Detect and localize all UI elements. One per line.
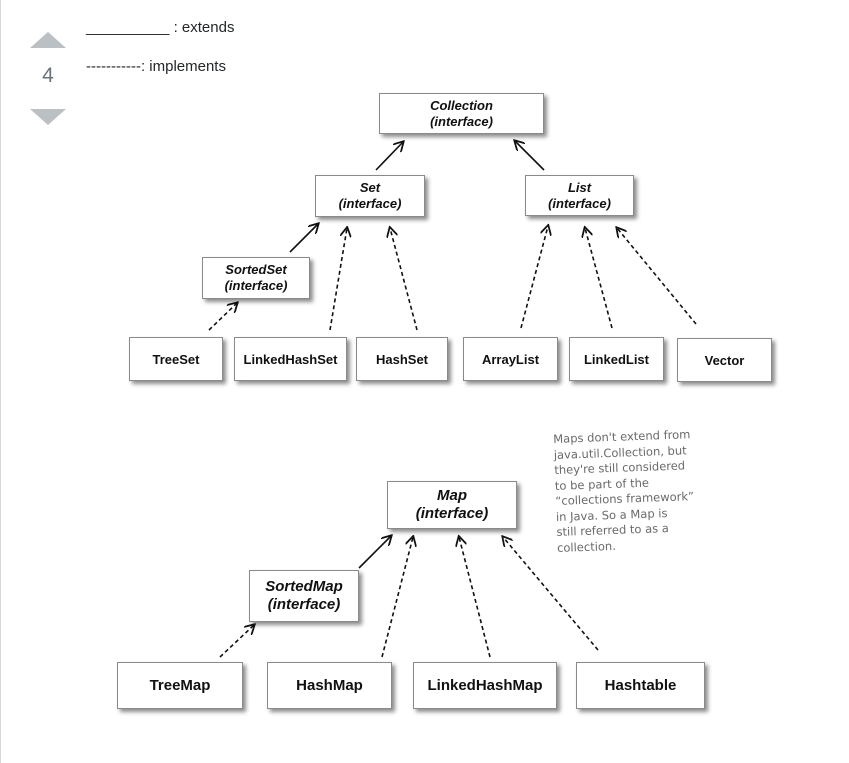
sortedmap-kind: (interface) <box>267 596 341 613</box>
arraylist-class-box: ArrayList <box>463 337 558 381</box>
arrow-list-extends-collection <box>515 141 545 171</box>
sortedset-interface-box: SortedSet (interface) <box>202 257 310 299</box>
arrow-linkedlist-implements-list <box>585 228 613 329</box>
treemap-class-box: TreeMap <box>117 662 243 709</box>
arrow-sortedmap-extends-map <box>358 536 391 569</box>
map-interface-box: Map (interface) <box>387 481 517 529</box>
set-kind: (interface) <box>338 196 402 211</box>
arrow-linkedhashset-implements-set <box>329 228 347 331</box>
legend-extends: __________ : extends <box>86 19 235 36</box>
arrow-set-extends-collection <box>375 142 403 171</box>
map-kind: (interface) <box>415 505 489 522</box>
vote-count: 4 <box>42 64 54 87</box>
arrow-treeset-implements-sortedset <box>208 303 237 331</box>
vector-class-box: Vector <box>677 338 772 382</box>
arrow-arraylist-implements-list <box>520 226 548 329</box>
arrow-hashset-implements-set <box>390 228 418 331</box>
arrow-sortedset-extends-set <box>289 224 318 253</box>
linkedlist-class-box: LinkedList <box>569 337 664 381</box>
collection-name: Collection <box>430 97 493 113</box>
hashmap-class-box: HashMap <box>267 662 392 709</box>
linkedhashmap-class-box: LinkedHashMap <box>413 662 557 709</box>
set-name: Set <box>359 180 381 195</box>
downvote-arrow-icon[interactable] <box>30 109 66 125</box>
list-interface-box: List (interface) <box>525 175 634 216</box>
collection-kind: (interface) <box>430 113 493 129</box>
sortedmap-name: SortedMap <box>265 578 343 595</box>
list-kind: (interface) <box>548 195 611 211</box>
post-left-border <box>0 0 1 763</box>
hashtable-class-box: Hashtable <box>576 662 705 709</box>
arrow-treemap-implements-sortedmap <box>219 625 254 658</box>
map-name: Map <box>437 487 467 504</box>
linkedhashset-class-box: LinkedHashSet <box>234 337 347 381</box>
sortedset-kind: (interface) <box>224 278 288 293</box>
hashset-class-box: HashSet <box>356 337 448 381</box>
sortedmap-interface-box: SortedMap (interface) <box>249 570 359 622</box>
handwritten-note: Maps don't extend from java.util.Collect… <box>553 426 732 556</box>
arrow-linkedhashmap-implements-map <box>459 537 491 658</box>
treeset-class-box: TreeSet <box>129 337 223 381</box>
arrow-hashtable-implements-map <box>503 537 599 651</box>
legend-implements: -----------: implements <box>86 58 226 75</box>
list-name: List <box>567 179 592 195</box>
collection-interface-box: Collection (interface) <box>379 93 544 134</box>
arrow-vector-implements-list <box>617 228 697 325</box>
arrow-hashmap-implements-map <box>381 537 413 658</box>
sortedset-name: SortedSet <box>225 262 287 277</box>
upvote-arrow-icon[interactable] <box>30 32 66 48</box>
set-interface-box: Set (interface) <box>315 175 425 217</box>
